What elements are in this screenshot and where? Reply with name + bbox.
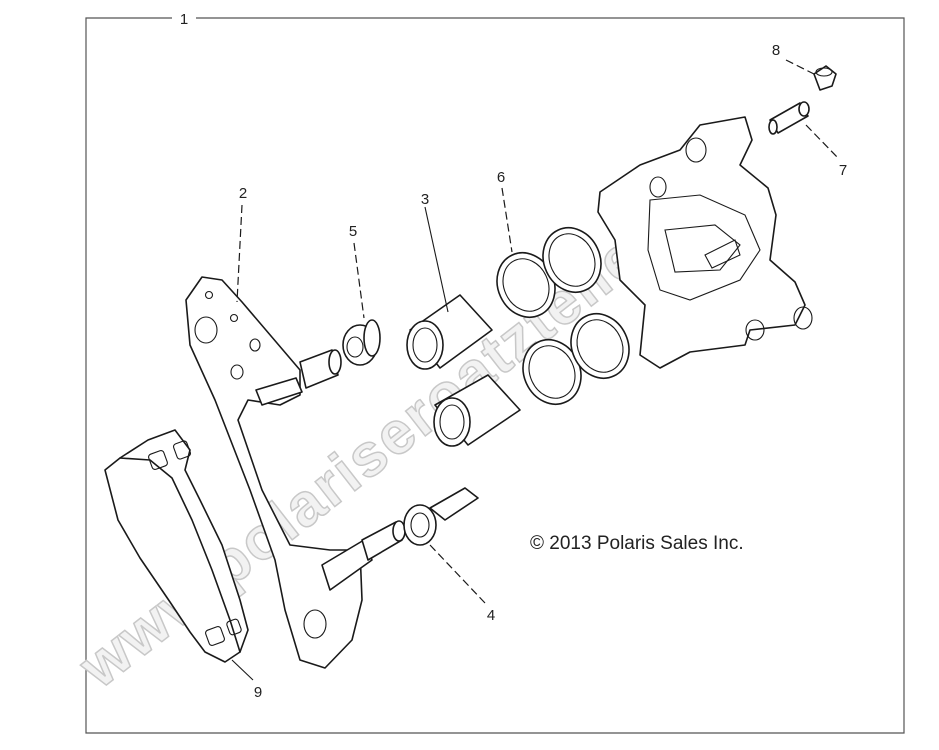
leader-4: 4 bbox=[429, 544, 495, 624]
leader-6: 6 bbox=[497, 169, 513, 253]
callout-1: 1 bbox=[180, 11, 188, 28]
leader-9: 9 bbox=[231, 659, 262, 701]
brake-pads[interactable] bbox=[104, 429, 249, 663]
callout-3: 3 bbox=[421, 191, 429, 208]
callout-5: 5 bbox=[349, 223, 357, 240]
callout-9: 9 bbox=[254, 684, 262, 701]
callout-6: 6 bbox=[497, 169, 505, 186]
caliper-housing[interactable] bbox=[597, 116, 813, 369]
leader-8: 8 bbox=[772, 42, 815, 75]
leader-7: 7 bbox=[805, 124, 847, 179]
leader-3: 3 bbox=[421, 191, 449, 313]
piston-seals[interactable] bbox=[487, 218, 640, 413]
callout-8: 8 bbox=[772, 42, 780, 59]
bleeder-cap[interactable] bbox=[813, 65, 837, 91]
diagram-frame: 1 bbox=[85, 11, 905, 734]
callout-7: 7 bbox=[839, 162, 847, 179]
leader-2: 2 bbox=[236, 185, 247, 303]
bleeder-screw[interactable] bbox=[768, 101, 810, 135]
leader-5: 5 bbox=[349, 223, 365, 319]
callout-4: 4 bbox=[487, 607, 495, 624]
upper-pin-boot[interactable] bbox=[342, 319, 381, 366]
copyright-text: © 2013 Polaris Sales Inc. bbox=[530, 533, 744, 554]
lower-pin-boot[interactable] bbox=[403, 487, 479, 546]
caliper-pistons[interactable] bbox=[406, 294, 521, 447]
caliper-bracket[interactable] bbox=[185, 276, 406, 669]
callout-2: 2 bbox=[239, 185, 247, 202]
